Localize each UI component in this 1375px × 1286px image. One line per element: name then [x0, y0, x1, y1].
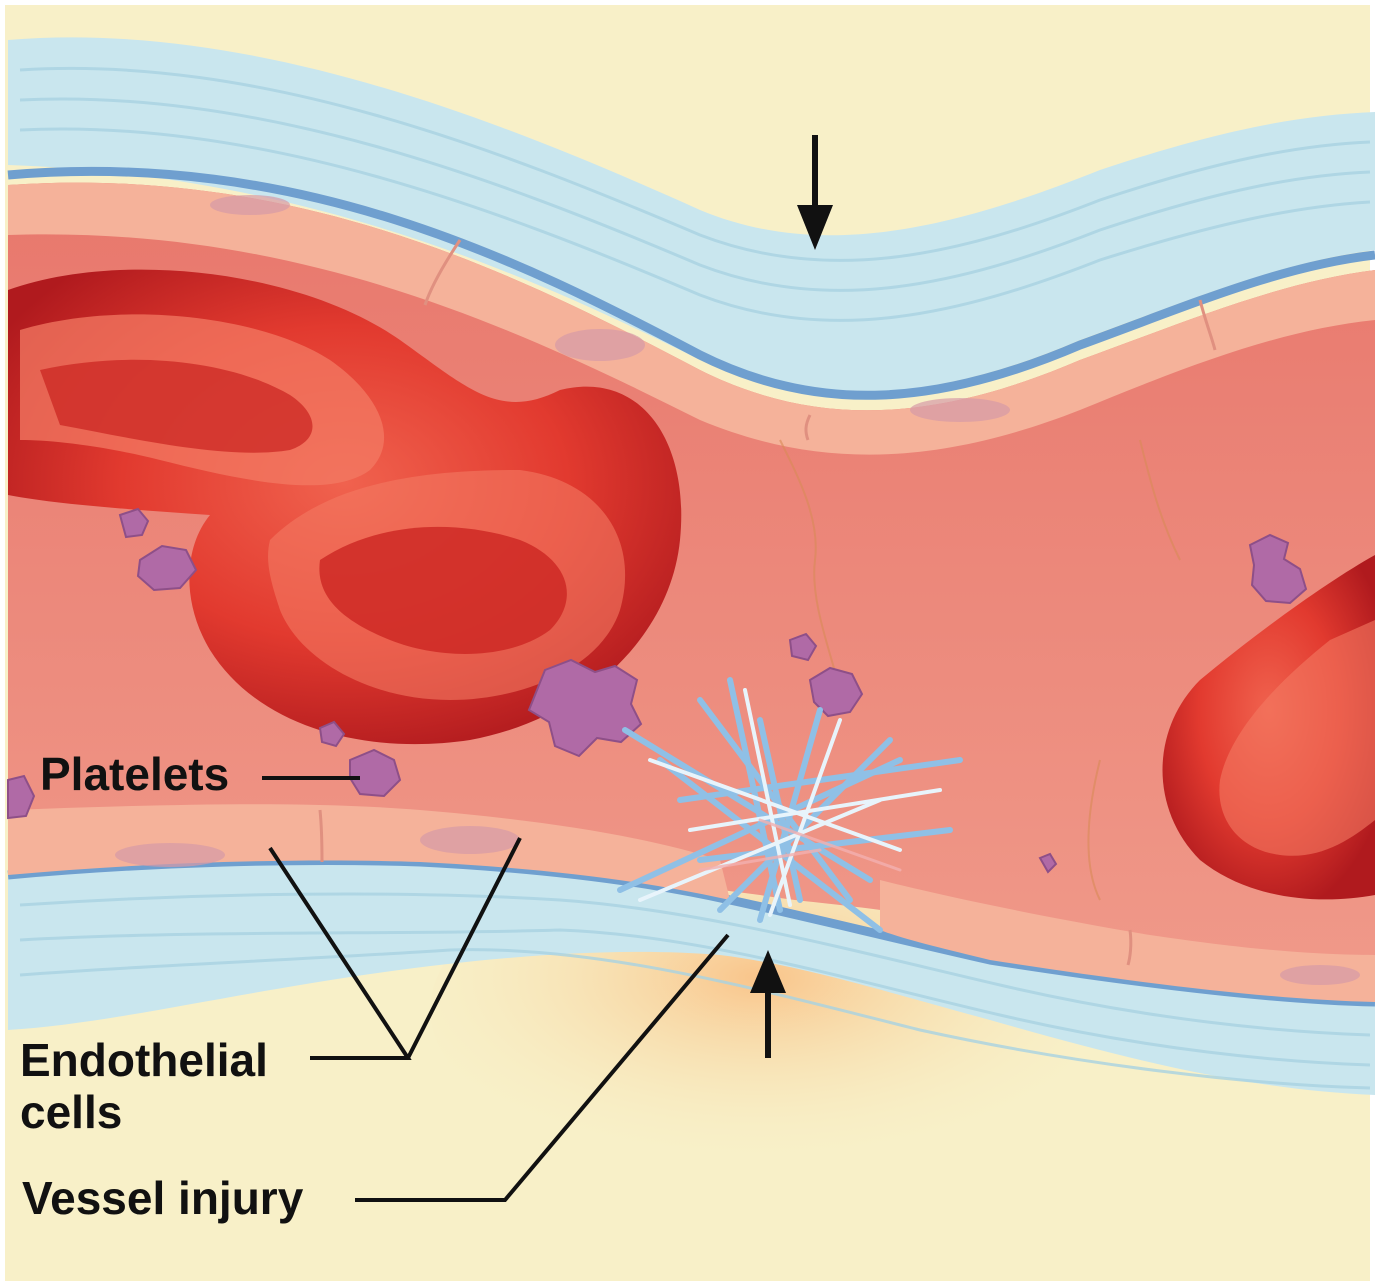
vessel-injury-label: Vessel injury: [22, 1172, 303, 1224]
platelets-label: Platelets: [40, 748, 229, 800]
endothelial-cells-label: Endothelial cells: [20, 1034, 320, 1138]
